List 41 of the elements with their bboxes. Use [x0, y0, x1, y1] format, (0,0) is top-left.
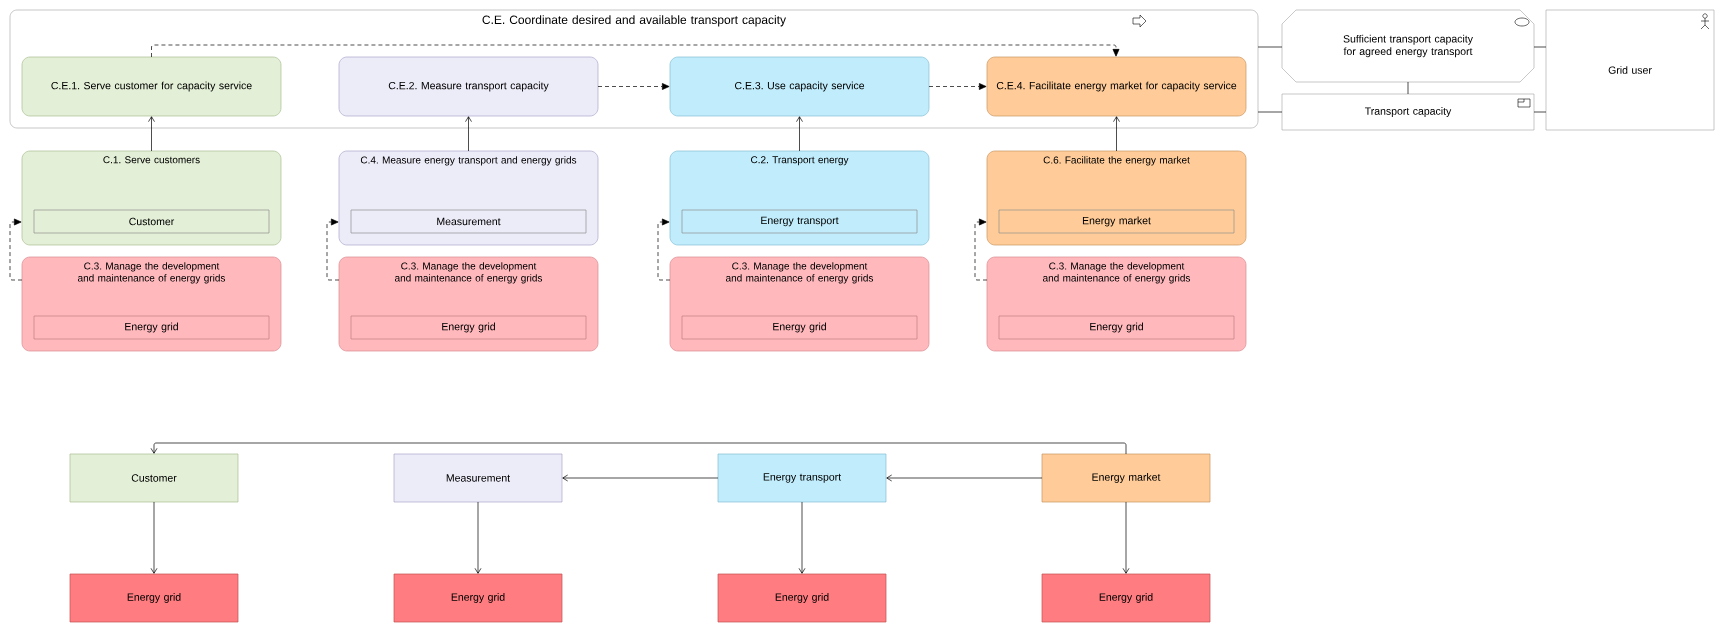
object-box: Energy market: [998, 209, 1235, 234]
object-box: Energy grid: [350, 315, 587, 340]
connector-line: [1533, 111, 1547, 113]
object-box: Energy transport: [681, 209, 918, 234]
object-box: Energy grid: [69, 573, 239, 623]
connector-line: [1257, 111, 1283, 113]
object-box: Customer: [33, 209, 270, 234]
arrow: [796, 116, 803, 152]
arrow: [798, 501, 806, 574]
object-box: Energy market: [1041, 453, 1211, 503]
object-box: Energy transport: [717, 453, 887, 503]
arrow: [465, 116, 472, 152]
arrow: [150, 501, 158, 574]
object-box: Measurement: [393, 453, 563, 503]
connector-line: [1257, 46, 1283, 48]
arrow: [1122, 501, 1130, 574]
arrow: [597, 83, 670, 90]
object-box: Energy grid: [393, 573, 563, 623]
arrow: [474, 501, 482, 574]
actor-box: Grid user: [1545, 9, 1715, 131]
object-box: Energy grid: [998, 315, 1235, 340]
process-box: C.E.4. Facilitate energy market for capacity service: [986, 56, 1247, 117]
object-box: Energy grid: [717, 573, 887, 623]
connector-line: [1533, 46, 1547, 48]
process-box: C.E.2. Measure transport capacity: [338, 56, 599, 117]
object-box: Measurement: [350, 209, 587, 234]
object-box: Energy grid: [33, 315, 270, 340]
arrow: [562, 474, 719, 482]
process-box: C.E.1. Serve customer for capacity service: [21, 56, 282, 117]
object-box: Energy grid: [1041, 573, 1211, 623]
process-box: C.E.3. Use capacity service: [669, 56, 930, 117]
connector-line: [1407, 81, 1409, 95]
arrow: [886, 474, 1043, 482]
object-box: Energy grid: [681, 315, 918, 340]
arrow: [928, 83, 987, 90]
arrow: [150, 442, 1127, 455]
object-box: Transport capacity: [1281, 93, 1535, 131]
arrow: [1113, 116, 1120, 152]
arrow: [148, 116, 155, 152]
object-box: Customer: [69, 453, 239, 503]
service-box: Sufficient transport capacity for agreed energy transport: [1281, 9, 1535, 83]
